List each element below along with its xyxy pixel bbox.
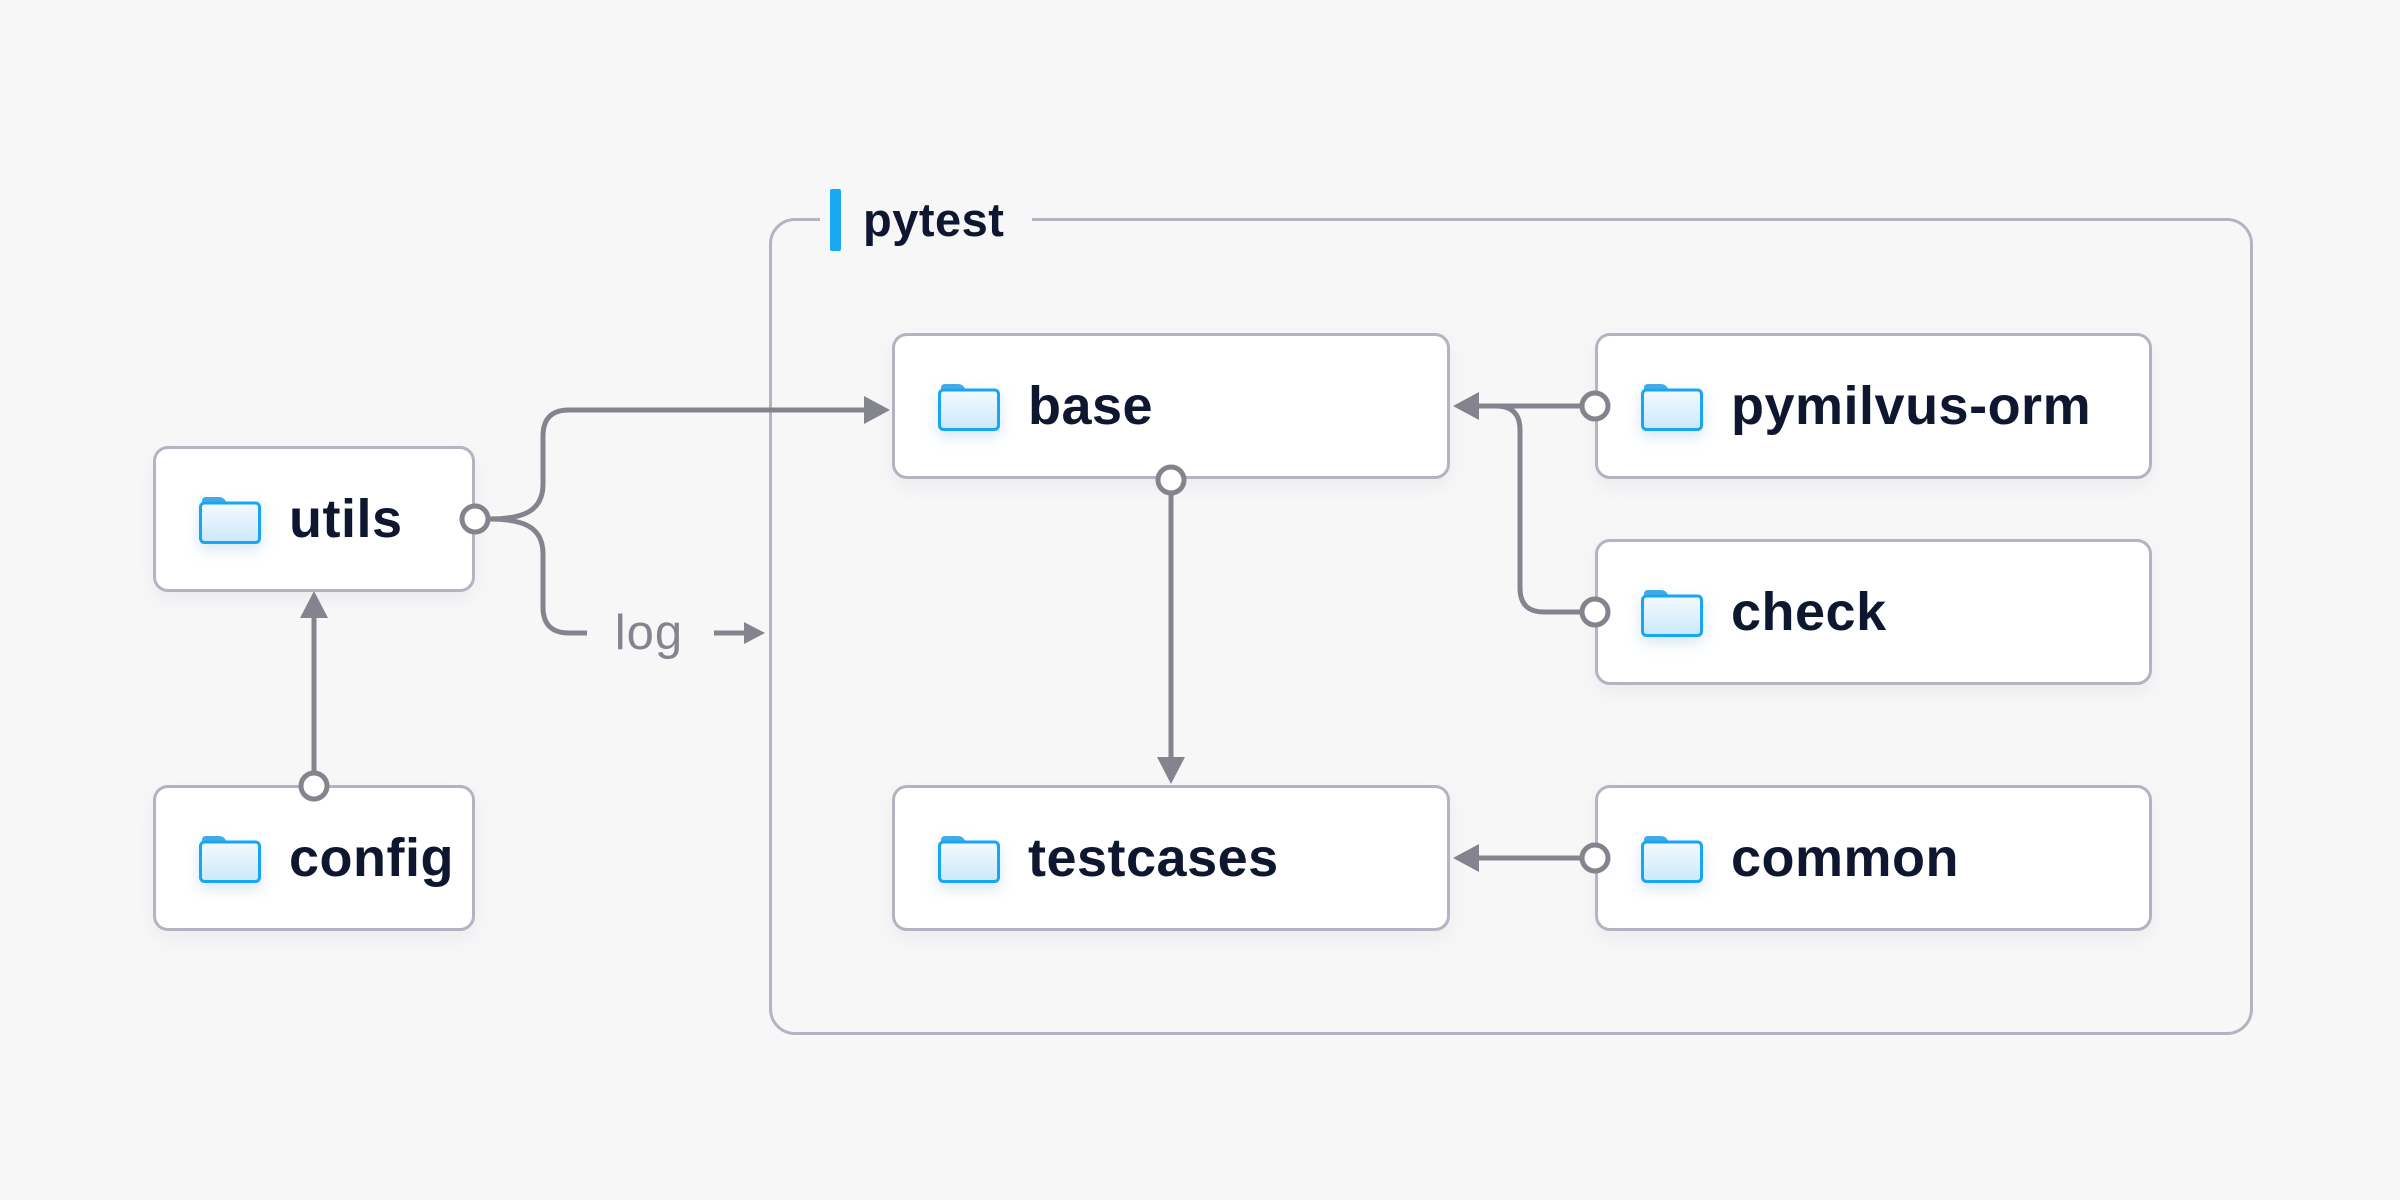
folder-icon [199,836,261,883]
folder-icon [938,836,1000,883]
pytest-group: pytest [769,188,2253,1035]
node-base: base [892,333,1450,479]
edge-config-utils [298,591,330,802]
node-label: testcases [1028,828,1279,888]
node-label: pymilvus-orm [1731,376,2092,436]
node-label: common [1731,828,1960,888]
node-check: check [1595,539,2152,685]
node-label: utils [289,489,403,549]
node-pymilvus-orm: pymilvus-orm [1595,333,2152,479]
node-utils: utils [153,446,475,592]
folder-icon [1641,836,1703,883]
node-label: config [289,828,454,888]
pytest-group-label-text: pytest [863,193,1005,246]
node-testcases: testcases [892,785,1450,931]
node-config: config [153,785,475,931]
folder-icon [1641,384,1703,431]
pytest-accent-bar [830,189,841,251]
folder-icon [938,384,1000,431]
folder-icon [199,497,261,544]
node-label: base [1028,376,1154,436]
edge-label-log: log [614,606,684,660]
folder-icon [1641,590,1703,637]
node-label: check [1731,582,1887,642]
pytest-group-label: pytest [820,188,1033,252]
node-common: common [1595,785,2152,931]
